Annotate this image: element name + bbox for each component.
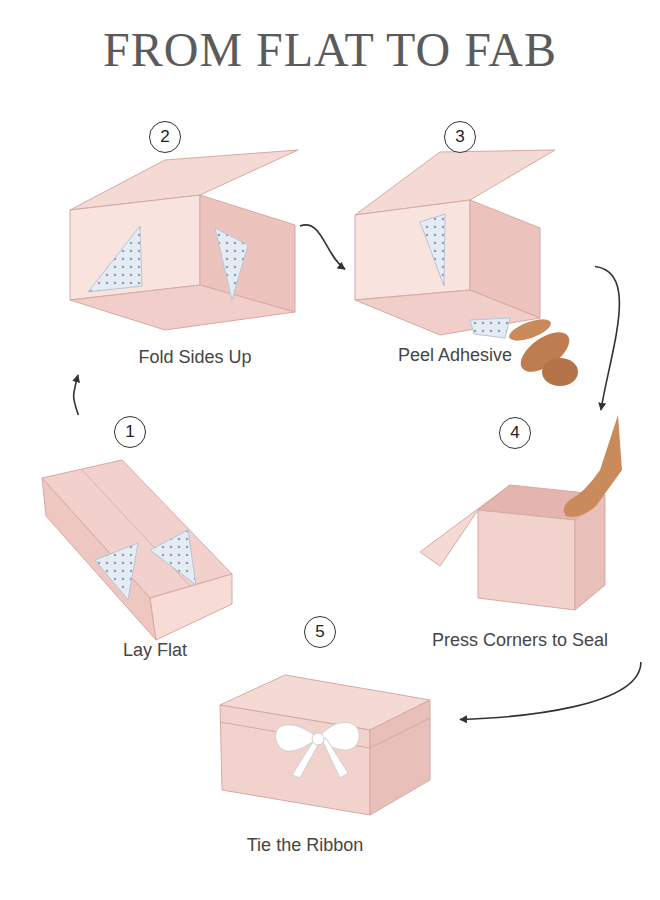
step-caption: Tie the Ribbon [245, 835, 365, 856]
flow-arrow [300, 225, 345, 269]
step-box: 2Fold Sides Up [60, 118, 300, 375]
finished-box-figure [220, 675, 430, 815]
peeling-box-figure [355, 150, 578, 386]
flow-arrow [460, 662, 641, 720]
callout-number: 4 [499, 417, 531, 449]
callout-number: 3 [444, 121, 476, 153]
step-box: 5Tie the Ribbon [200, 615, 460, 870]
step-box: 1Lay Flat [30, 415, 240, 670]
step-box: 3Peel Adhesive [345, 118, 595, 388]
folding-box-figure [70, 150, 298, 330]
flat-box-figure [42, 460, 232, 640]
open-box-figure [420, 415, 622, 610]
flow-arrow [595, 267, 619, 411]
flow-arrow [74, 375, 79, 415]
callout-number: 2 [149, 121, 181, 153]
diagram-title: FROM FLAT TO FAB [0, 22, 660, 77]
step-caption: Fold Sides Up [136, 347, 253, 368]
step-box: 4Press Corners to Seal [420, 410, 655, 662]
step-caption: Lay Flat [121, 640, 189, 661]
step-caption: Press Corners to Seal [430, 630, 610, 651]
callout-number: 1 [114, 416, 146, 448]
step-caption: Peel Adhesive [396, 345, 514, 366]
callout-number: 5 [304, 616, 336, 648]
